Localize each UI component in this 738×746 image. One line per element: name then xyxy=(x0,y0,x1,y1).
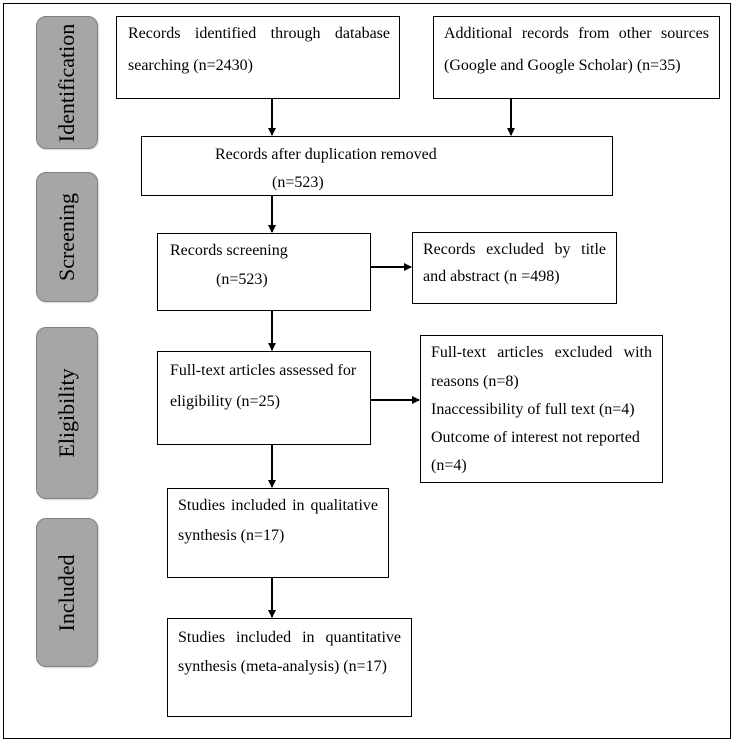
database-search-line2: searching (n=2430) xyxy=(128,57,253,74)
box-database-search: Records identified through database sear… xyxy=(116,16,400,99)
stage-eligibility: Eligibility xyxy=(36,327,98,499)
other-sources-line1: Additional records from other sources xyxy=(444,25,709,42)
fulltext-excluded-line4: Outcome of interest not reported xyxy=(431,429,640,446)
fulltext-excluded-line5: (n=4) xyxy=(431,457,467,474)
box-screening: Records screening (n=523) xyxy=(157,233,371,311)
duplicates-removed-line2: (n=523) xyxy=(272,174,324,191)
box-duplicates-removed: Records after duplication removed (n=523… xyxy=(141,136,613,196)
excluded-title-abstract-line1: Records excluded by title xyxy=(423,241,606,258)
stage-identification: Identification xyxy=(36,16,98,149)
box-quantitative: Studies included in quantitative synthes… xyxy=(167,618,412,717)
box-fulltext-excluded: Full-text articles excluded with reasons… xyxy=(420,335,663,483)
diagram-frame xyxy=(3,3,731,739)
fulltext-assessed-line2: eligibility (n=25) xyxy=(170,393,280,410)
fulltext-excluded-line2: reasons (n=8) xyxy=(431,373,519,390)
database-search-line1: Records identified through database xyxy=(128,25,390,42)
screening-line1: Records screening xyxy=(170,242,288,259)
fulltext-assessed-line1: Full-text articles assessed for xyxy=(170,362,357,379)
box-fulltext-assessed: Full-text articles assessed for eligibil… xyxy=(157,351,371,445)
screening-line2: (n=523) xyxy=(216,271,268,288)
fulltext-excluded-line3: Inaccessibility of full text (n=4) xyxy=(431,401,635,418)
box-excluded-title-abstract: Records excluded by title and abstract (… xyxy=(412,232,617,304)
quantitative-line1: Studies included in quantitative xyxy=(178,629,401,646)
duplicates-removed-line1: Records after duplication removed xyxy=(215,146,437,163)
box-qualitative: Studies included in qualitative synthesi… xyxy=(167,488,389,578)
stage-included: Included xyxy=(36,518,98,667)
qualitative-line1: Studies included in qualitative xyxy=(178,497,378,514)
qualitative-line2: synthesis (n=17) xyxy=(178,527,285,544)
excluded-title-abstract-line2: and abstract (n =498) xyxy=(423,268,560,285)
stage-screening: Screening xyxy=(36,172,98,302)
fulltext-excluded-line1: Full-text articles excluded with xyxy=(431,344,652,361)
other-sources-line2: (Google and Google Scholar) (n=35) xyxy=(444,57,681,74)
quantitative-line2: synthesis (meta-analysis) (n=17) xyxy=(178,658,387,675)
box-other-sources: Additional records from other sources (G… xyxy=(433,16,720,99)
